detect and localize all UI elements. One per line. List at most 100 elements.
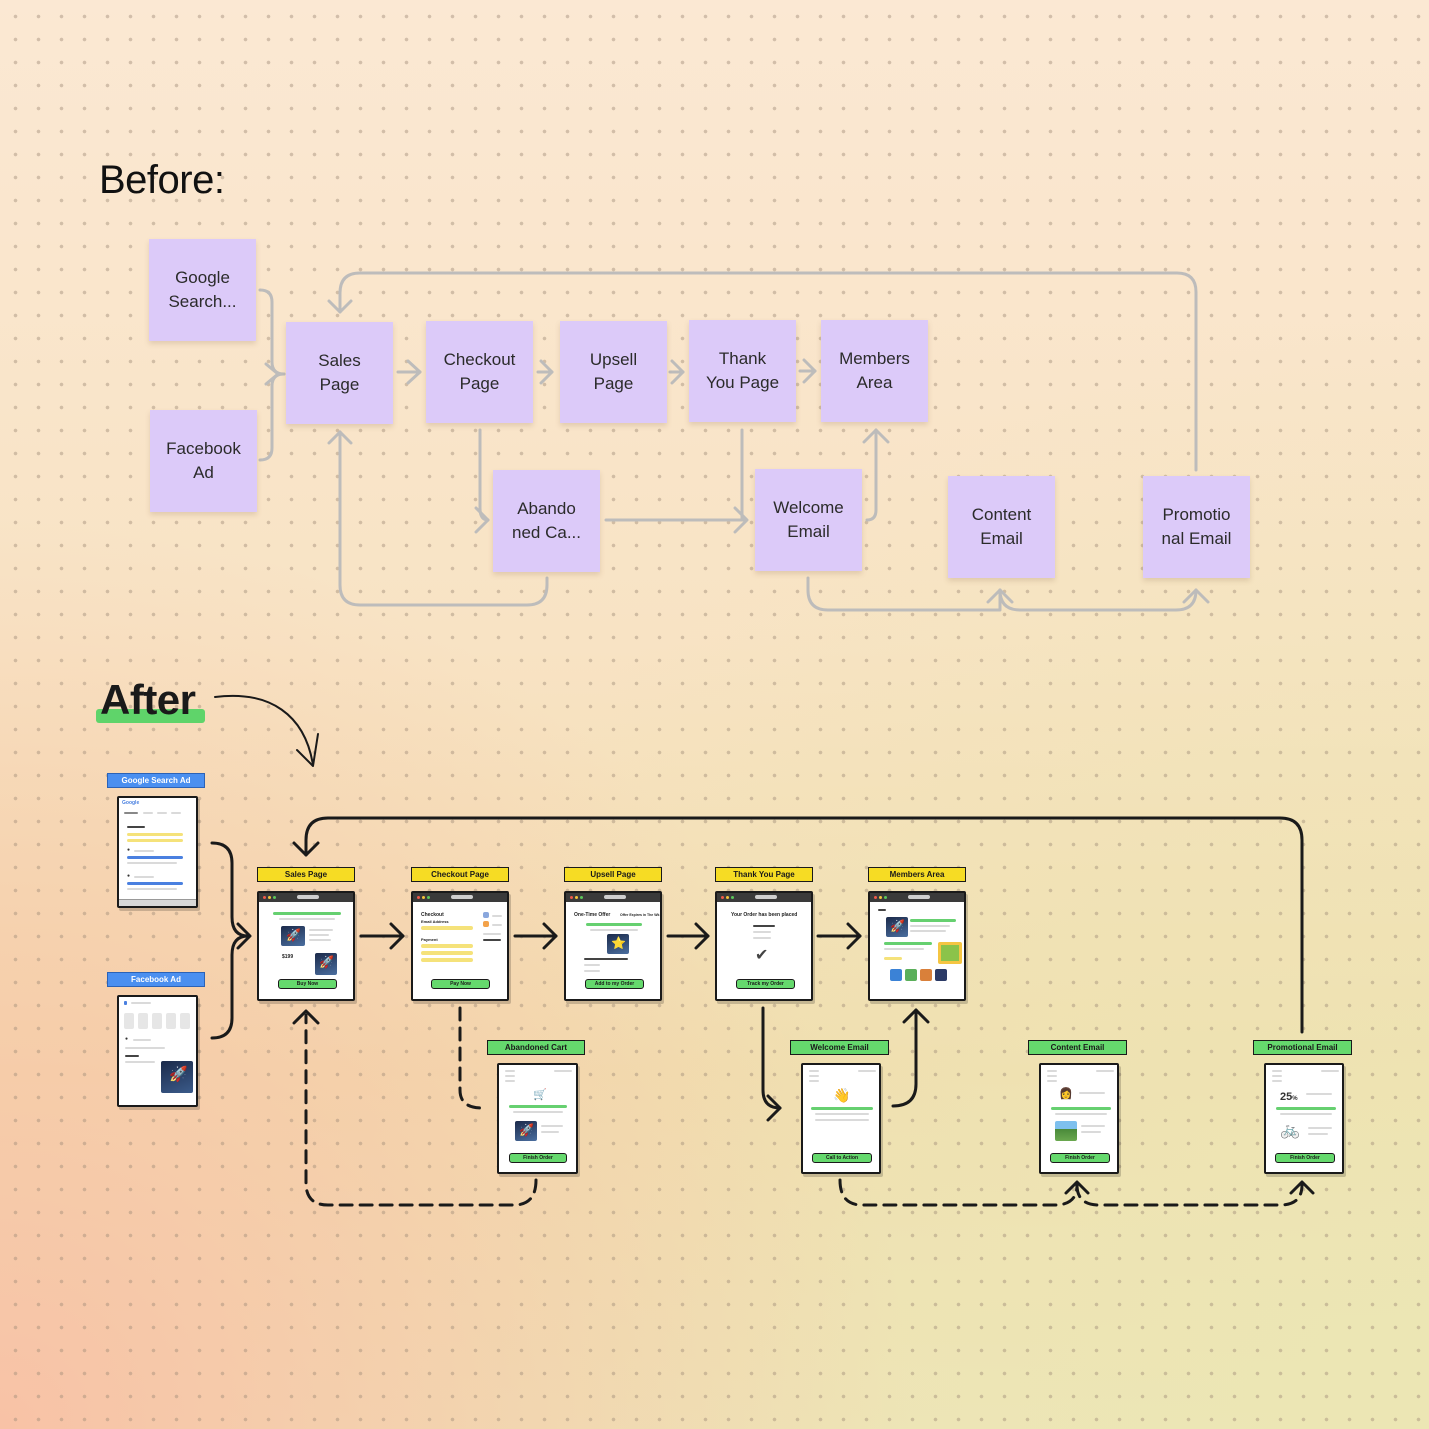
- connector-welcome-to-content: [806, 576, 1002, 612]
- add-to-order-button[interactable]: Add to my Order: [585, 979, 644, 989]
- arrowhead: [539, 359, 554, 385]
- rocket-icon: 🚀: [319, 955, 334, 969]
- abandoned-cart-email-mockup[interactable]: 🛒 🚀 Finish Order: [497, 1063, 578, 1174]
- landscape-image: [1055, 1121, 1077, 1141]
- buy-now-button[interactable]: Buy Now: [278, 979, 337, 989]
- sticky-sales-page[interactable]: Sales Page: [286, 322, 393, 424]
- arrowhead: [670, 359, 685, 385]
- ad-image-thumbnail: [161, 1061, 193, 1093]
- google-search-ad-mockup[interactable]: Google ● ●: [117, 796, 198, 908]
- connector-content-to-promo-after: [1075, 1183, 1304, 1207]
- course-image: [886, 917, 908, 937]
- facebook-ad-mockup[interactable]: ● 🚀: [117, 995, 198, 1107]
- arrowhead: [327, 430, 353, 445]
- finish-order-button[interactable]: Finish Order: [509, 1153, 567, 1163]
- sticky-abandoned-cart[interactable]: Abando ned Ca...: [493, 470, 600, 572]
- label-facebook-ad: Facebook Ad: [107, 972, 205, 987]
- ad-icon: ●: [127, 873, 131, 879]
- after-underline-highlight: [96, 709, 205, 723]
- members-area-mockup[interactable]: 🚀: [868, 891, 966, 1001]
- product-image: [315, 953, 337, 975]
- welcome-email-mockup[interactable]: 👋 Call to Action: [801, 1063, 881, 1174]
- arrowhead: [862, 428, 890, 444]
- connector-google-ad-to-sales: [210, 841, 250, 938]
- content-email-mockup[interactable]: 👩 Finish Order: [1039, 1063, 1119, 1174]
- product-image: [281, 926, 305, 946]
- finish-order-button[interactable]: Finish Order: [1050, 1153, 1110, 1163]
- sticky-welcome-email[interactable]: Welcome Email: [755, 469, 862, 571]
- arrowhead: [264, 362, 280, 386]
- sticky-thank-you-page[interactable]: Thank You Page: [689, 320, 796, 422]
- connector-content-to-promo: [998, 588, 1198, 612]
- sales-page-mockup[interactable]: 🚀 $199 🚀 Buy Now: [257, 891, 355, 1001]
- label-promotional-email: Promotional Email: [1253, 1040, 1352, 1055]
- heading-after: After: [100, 676, 196, 723]
- google-logo: Google: [122, 800, 140, 806]
- checkout-payment-label: Payment: [421, 937, 438, 942]
- arrowhead: [802, 358, 817, 384]
- arrowhead: [327, 299, 353, 314]
- sticky-content-email[interactable]: Content Email: [948, 476, 1055, 578]
- sticky-members-area[interactable]: Members Area: [821, 320, 928, 422]
- upsell-page-mockup[interactable]: One-Time Offer Offer Expires in The Wk ⭐…: [564, 891, 662, 1001]
- discount-value: 25%: [1280, 1091, 1298, 1103]
- label-upsell-page: Upsell Page: [564, 867, 662, 882]
- arrowhead: [292, 841, 320, 857]
- pay-now-button[interactable]: Pay Now: [431, 979, 490, 989]
- call-to-action-button[interactable]: Call to Action: [812, 1153, 872, 1163]
- heading-before: Before:: [99, 158, 225, 202]
- avatar-icon: ●: [125, 1036, 129, 1042]
- person-icon: 👩: [1059, 1088, 1073, 1100]
- sticky-checkout-page[interactable]: Checkout Page: [426, 321, 533, 423]
- label-abandoned-cart: Abandoned Cart: [487, 1040, 585, 1055]
- label-checkout-page: Checkout Page: [411, 867, 509, 882]
- check-icon: ✔: [755, 947, 769, 964]
- arrowhead: [733, 506, 749, 534]
- label-content-email: Content Email: [1028, 1040, 1127, 1055]
- upsell-title: One-Time Offer: [574, 912, 611, 918]
- arrowhead: [474, 506, 490, 534]
- connector-welcome-to-content-after: [838, 1178, 1079, 1207]
- track-order-button[interactable]: Track my Order: [736, 979, 795, 989]
- curved-arrow-after: [214, 694, 314, 766]
- ad-icon: ●: [127, 847, 131, 853]
- arrowhead: [389, 922, 405, 950]
- arrowhead: [766, 1094, 782, 1122]
- label-members-area: Members Area: [868, 867, 966, 882]
- arrowhead: [292, 1009, 320, 1025]
- wave-icon: 👋: [833, 1087, 851, 1103]
- arrowhead: [1182, 588, 1210, 604]
- sticky-upsell-page[interactable]: Upsell Page: [560, 321, 667, 423]
- rocket-icon: 🚀: [286, 928, 301, 942]
- connector-facebook-ad-to-sales: [210, 934, 250, 1040]
- rocket-icon: 🚀: [169, 1066, 188, 1083]
- checkout-email-label: Email Address: [421, 919, 449, 924]
- sticky-promotional-email[interactable]: Promotio nal Email: [1143, 476, 1250, 578]
- label-google-search-ad: Google Search Ad: [107, 773, 205, 788]
- promotional-email-mockup[interactable]: 25% 🚲 Finish Order: [1264, 1063, 1344, 1174]
- landscape-image: [938, 942, 962, 964]
- thank-you-page-mockup[interactable]: Your Order has been placed ✔ Track my Or…: [715, 891, 813, 1001]
- rocket-icon: 🚀: [890, 919, 905, 933]
- label-sales-page: Sales Page: [257, 867, 355, 882]
- arrowhead: [296, 733, 319, 767]
- sticky-google-search[interactable]: Google Search...: [149, 239, 256, 341]
- product-image: [515, 1121, 537, 1141]
- connector-promo-to-sales: [338, 271, 1198, 472]
- finish-order-button[interactable]: Finish Order: [1275, 1153, 1335, 1163]
- connector-checkout-to-abandoned-after: [458, 1006, 484, 1110]
- sales-price: $199: [282, 954, 294, 960]
- connector-checkout-to-abandoned: [478, 428, 490, 522]
- discount-number: 25: [1280, 1091, 1293, 1103]
- arrowhead: [846, 922, 862, 950]
- arrowhead: [542, 922, 558, 950]
- connector-facebook-to-sales: [258, 372, 286, 462]
- gallery-thumb: [905, 969, 917, 981]
- offer-image: [607, 934, 629, 954]
- cart-icon: 🛒: [533, 1089, 547, 1101]
- sticky-facebook-ad[interactable]: Facebook Ad: [150, 410, 257, 512]
- arrowhead: [1289, 1180, 1315, 1195]
- checkout-page-mockup[interactable]: Checkout Email Address Payment Pay Now: [411, 891, 509, 1001]
- connector-welcome-to-members-after: [891, 1008, 918, 1108]
